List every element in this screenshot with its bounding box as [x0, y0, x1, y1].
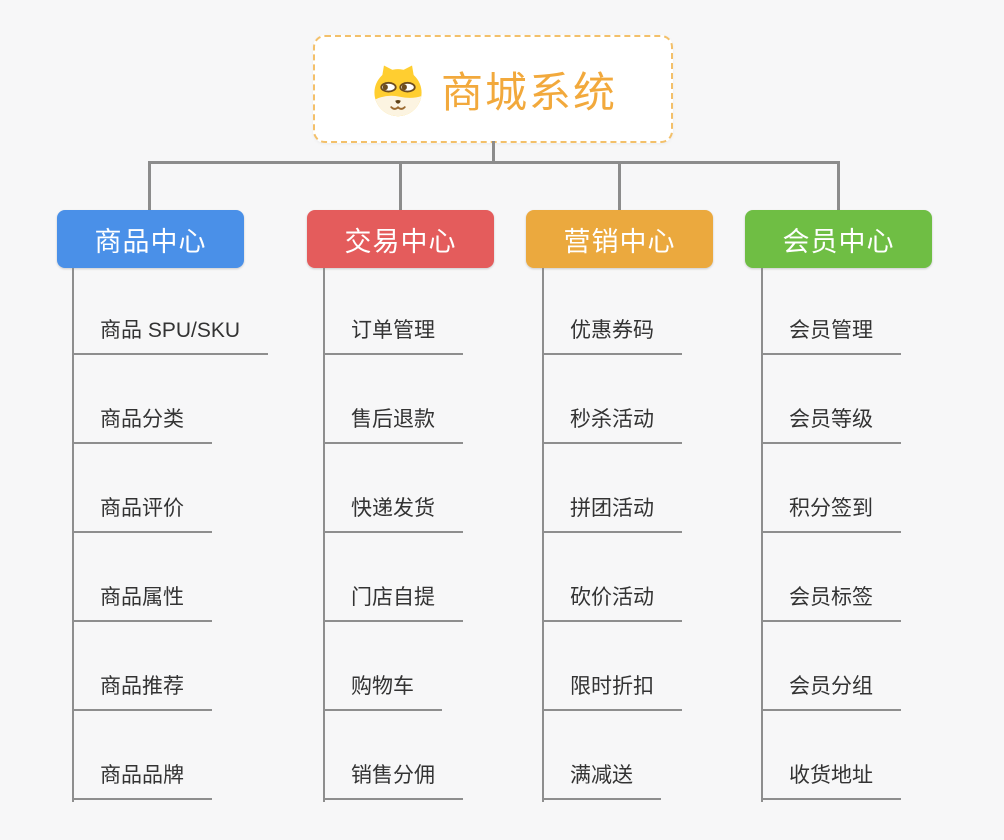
- sub-topic[interactable]: 商品推荐: [72, 674, 212, 711]
- connector-stub-marketing: [618, 161, 621, 210]
- sub-topic[interactable]: 商品分类: [72, 407, 212, 444]
- sub-topic[interactable]: 商品属性: [72, 585, 212, 622]
- sub-topic[interactable]: 拼团活动: [542, 496, 682, 533]
- sub-topic[interactable]: 会员管理: [761, 318, 901, 355]
- sub-topic[interactable]: 会员标签: [761, 585, 901, 622]
- sub-topic[interactable]: 购物车: [323, 674, 442, 711]
- sub-topic[interactable]: 优惠券码: [542, 318, 682, 355]
- sub-topic[interactable]: 限时折扣: [542, 674, 682, 711]
- root-topic-label: 商城系统: [440, 68, 617, 116]
- sub-topic[interactable]: 会员等级: [761, 407, 901, 444]
- connector-stub-trade: [399, 161, 402, 210]
- sub-topic[interactable]: 商品 SPU/SKU: [72, 318, 269, 355]
- sub-topic[interactable]: 秒杀活动: [542, 407, 682, 444]
- sub-topic[interactable]: 商品品牌: [72, 763, 212, 800]
- root-topic[interactable]: 商城系统: [313, 35, 673, 143]
- connector-branch-member-spine: [761, 268, 763, 802]
- sub-topic[interactable]: 满减送: [542, 763, 661, 800]
- connector-horizontal-rail: [148, 161, 840, 164]
- sub-topic[interactable]: 销售分佣: [323, 763, 463, 800]
- connector-root-stem: [492, 141, 495, 164]
- dog-face-icon: [374, 65, 422, 117]
- branch-topic-marketing-center[interactable]: 营销中心: [526, 210, 713, 268]
- sub-topic[interactable]: 门店自提: [323, 585, 463, 622]
- branch-topic-trade-center[interactable]: 交易中心: [307, 210, 494, 268]
- branch-topic-member-center[interactable]: 会员中心: [745, 210, 932, 268]
- sub-topic[interactable]: 售后退款: [323, 407, 463, 444]
- sub-topic[interactable]: 商品评价: [72, 496, 212, 533]
- sub-topic[interactable]: 积分签到: [761, 496, 901, 533]
- connector-branch-trade-spine: [323, 268, 325, 802]
- sub-topic[interactable]: 收货地址: [761, 763, 901, 800]
- sub-topic[interactable]: 砍价活动: [542, 585, 682, 622]
- sub-topic[interactable]: 快递发货: [323, 496, 463, 533]
- connector-branch-product-spine: [72, 268, 74, 802]
- branch-topic-product-center[interactable]: 商品中心: [57, 210, 244, 268]
- sub-topic[interactable]: 订单管理: [323, 318, 463, 355]
- connector-stub-product: [148, 161, 151, 210]
- connector-branch-marketing-spine: [542, 268, 544, 802]
- sub-topic[interactable]: 会员分组: [761, 674, 901, 711]
- connector-stub-member: [837, 161, 840, 210]
